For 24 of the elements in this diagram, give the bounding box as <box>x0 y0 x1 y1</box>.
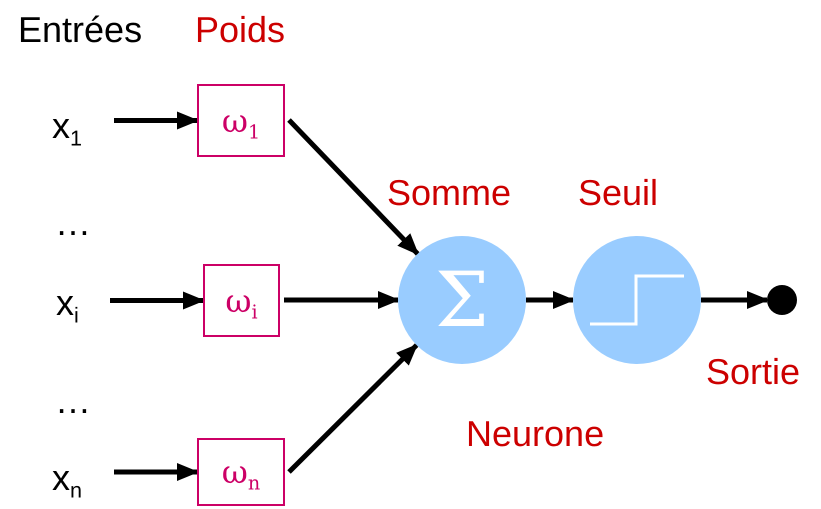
sum-circle: Σ <box>398 236 526 364</box>
column-heading: Poids <box>195 12 286 48</box>
arrow <box>701 291 769 309</box>
arrow <box>526 291 575 309</box>
input-variable: x$_{i}$ <box>56 285 106 329</box>
node-caption: Somme <box>387 175 512 211</box>
arrow <box>114 112 199 130</box>
weight-box: ω$_{1}$ <box>197 84 285 157</box>
arrow <box>284 291 400 309</box>
output-label: Sortie <box>706 354 800 390</box>
output-dot <box>767 285 797 315</box>
arrow <box>114 463 199 481</box>
node-caption: Seuil <box>578 175 658 211</box>
arrow <box>110 292 205 310</box>
input-variable: x$_{1}$ <box>52 108 110 152</box>
diagram-caption: Neurone <box>466 416 604 452</box>
arrow <box>287 118 420 256</box>
column-heading: Entrées <box>18 12 142 48</box>
ellipsis: … <box>55 383 91 419</box>
weight-box: ω$_{i}$ <box>203 264 280 337</box>
arrow <box>287 343 418 474</box>
weight-box: ω$_{n}$ <box>197 438 285 506</box>
input-variable: x$_{n}$ <box>52 460 110 504</box>
ellipsis: … <box>55 205 91 241</box>
